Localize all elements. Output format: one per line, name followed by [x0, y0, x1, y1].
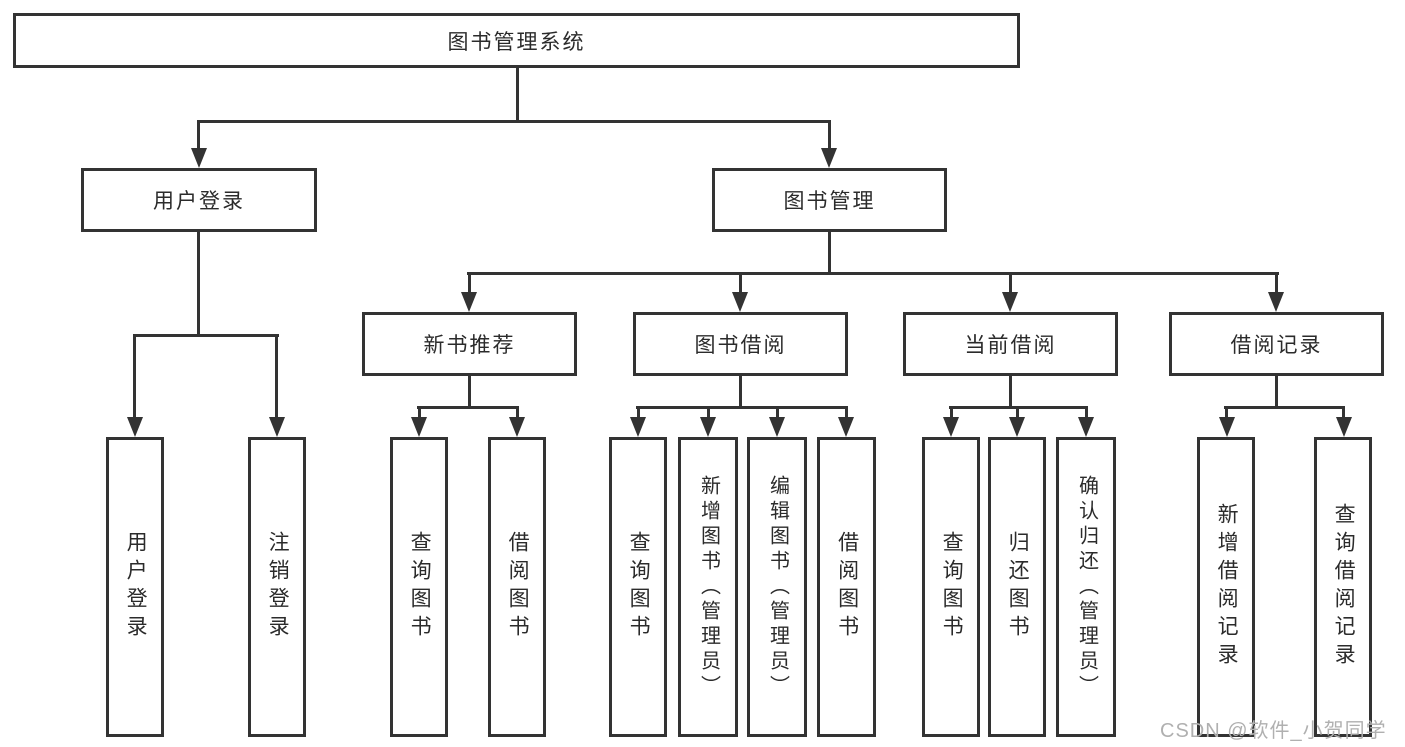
connector-line — [1225, 406, 1228, 420]
leaf-borrow-books: 借阅图书 — [488, 437, 546, 737]
node-new-book-recommend: 新书推荐 — [362, 312, 577, 376]
leaf-borrow-books: 借阅图书 — [817, 437, 876, 737]
leaf-query-books: 查询图书 — [609, 437, 667, 737]
arrow-down-icon — [269, 417, 285, 437]
node-user-login: 用户登录 — [81, 168, 317, 232]
arrow-down-icon — [769, 417, 785, 437]
node-current-borrow: 当前借阅 — [903, 312, 1118, 376]
section-label: 当前借阅 — [964, 334, 1057, 357]
arrow-down-icon — [1336, 417, 1352, 437]
connector-line — [739, 376, 742, 406]
connector-line — [637, 406, 640, 420]
node-root: 图书管理系统 — [13, 13, 1020, 68]
arrow-down-icon — [411, 417, 427, 437]
node-user-login-label: 用户登录 — [153, 190, 245, 213]
arrow-down-icon — [461, 292, 477, 312]
connector-line — [828, 232, 831, 272]
connector-line — [1016, 406, 1019, 420]
connector-line — [1009, 376, 1012, 406]
arrow-down-icon — [630, 417, 646, 437]
connector-line — [950, 406, 953, 420]
arrow-down-icon — [127, 417, 143, 437]
connector-line — [1275, 376, 1278, 406]
leaf-confirm-return-admin: 确认归还（管理员） — [1056, 437, 1116, 737]
arrow-down-icon — [1002, 292, 1018, 312]
arrow-down-icon — [838, 417, 854, 437]
connector-line — [197, 120, 200, 150]
connector-line — [1009, 272, 1012, 295]
csdn-watermark: CSDN @软件_小贺同学 — [1160, 720, 1387, 742]
connector-line — [739, 272, 742, 295]
connector-line — [845, 406, 848, 420]
leaf-query-books: 查询图书 — [390, 437, 448, 737]
node-borrow-records: 借阅记录 — [1169, 312, 1384, 376]
leaf-add-books-admin: 新增图书（管理员） — [678, 437, 738, 737]
section-label: 新书推荐 — [423, 334, 516, 357]
arrow-down-icon — [1219, 417, 1235, 437]
arrow-down-icon — [191, 148, 207, 168]
node-book-borrow: 图书借阅 — [633, 312, 848, 376]
leaf-query-borrow-record: 查询借阅记录 — [1314, 437, 1372, 737]
connector-line — [828, 120, 831, 150]
connector-line — [636, 406, 848, 409]
connector-line — [468, 376, 471, 406]
connector-line — [468, 272, 471, 295]
connector-line — [275, 334, 278, 419]
connector-line — [516, 406, 519, 420]
connector-line — [418, 406, 421, 420]
connector-line — [1224, 406, 1345, 409]
leaf-query-books: 查询图书 — [922, 437, 980, 737]
connector-line — [197, 232, 200, 334]
connector-line — [1085, 406, 1088, 420]
section-label: 图书借阅 — [694, 334, 787, 357]
leaf-logout: 注销登录 — [248, 437, 306, 737]
connector-line — [417, 406, 519, 409]
connector-line — [1342, 406, 1345, 420]
connector-line — [776, 406, 779, 420]
arrow-down-icon — [943, 417, 959, 437]
arrow-down-icon — [1078, 417, 1094, 437]
connector-line — [197, 120, 831, 123]
connector-line — [133, 334, 136, 419]
leaf-add-borrow-record: 新增借阅记录 — [1197, 437, 1255, 737]
arrow-down-icon — [732, 292, 748, 312]
connector-line — [133, 334, 279, 337]
arrow-down-icon — [1268, 292, 1284, 312]
connector-line — [1275, 272, 1278, 295]
arrow-down-icon — [509, 417, 525, 437]
section-label: 借阅记录 — [1230, 334, 1323, 357]
connector-line — [707, 406, 710, 420]
leaf-return-books: 归还图书 — [988, 437, 1046, 737]
arrow-down-icon — [700, 417, 716, 437]
arrow-down-icon — [821, 148, 837, 168]
arrow-down-icon — [1009, 417, 1025, 437]
node-root-label: 图书管理系统 — [447, 30, 586, 54]
connector-line — [516, 68, 519, 120]
node-book-management: 图书管理 — [712, 168, 947, 232]
connector-line — [467, 272, 1279, 275]
leaf-user-login: 用户登录 — [106, 437, 164, 737]
node-book-management-label: 图书管理 — [783, 190, 876, 213]
leaf-edit-books-admin: 编辑图书（管理员） — [747, 437, 807, 737]
